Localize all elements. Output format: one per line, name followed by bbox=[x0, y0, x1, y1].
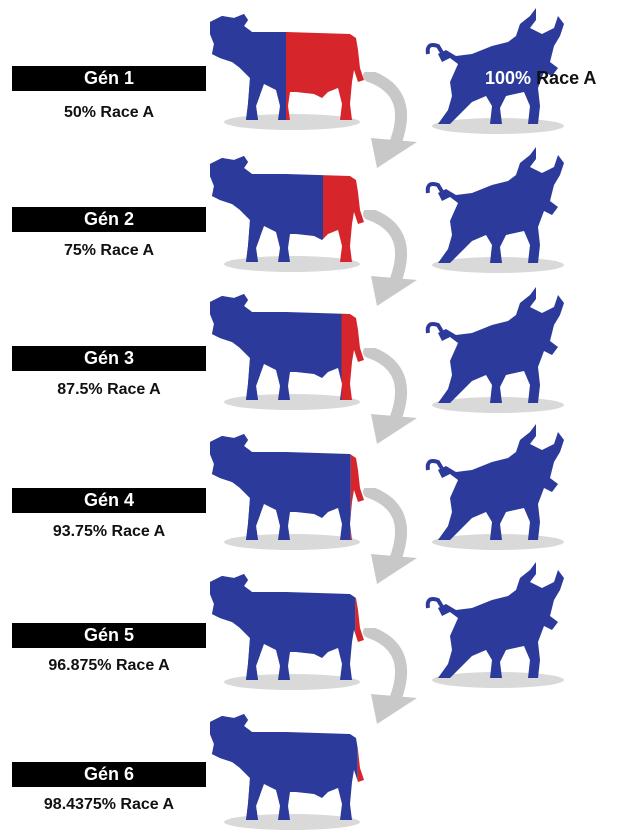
cow-gen-3 bbox=[210, 294, 364, 410]
generation-1-label: Gén 1 bbox=[12, 66, 206, 91]
bull-4 bbox=[425, 424, 564, 550]
bull-5 bbox=[425, 562, 564, 688]
cow-gen-1 bbox=[210, 14, 364, 130]
curved-arrow-1 bbox=[363, 72, 417, 168]
generation-4-percent: 93.75% Race A bbox=[52, 523, 166, 540]
bull-race-label: Race A bbox=[536, 68, 597, 88]
bull-1 bbox=[425, 8, 564, 134]
cow-gen-4 bbox=[210, 434, 364, 550]
generation-4-label: Gén 4 bbox=[12, 488, 206, 513]
generation-2-percent: 75% Race A bbox=[63, 242, 155, 259]
cow-gen-6 bbox=[210, 714, 364, 830]
cow-gen-2 bbox=[210, 156, 364, 272]
generation-5-label: Gén 5 bbox=[12, 623, 206, 648]
generation-3-label: Gén 3 bbox=[12, 346, 206, 371]
generation-6-percent: 98.4375% Race A bbox=[43, 796, 175, 813]
curved-arrow-2 bbox=[363, 210, 417, 306]
curved-arrow-5 bbox=[363, 628, 417, 724]
curved-arrow-4 bbox=[363, 488, 417, 584]
generation-6-label: Gén 6 bbox=[12, 762, 206, 787]
generation-3-percent: 87.5% Race A bbox=[57, 381, 161, 398]
generation-1-percent: 50% Race A bbox=[63, 104, 155, 121]
curved-arrow-3 bbox=[363, 348, 417, 444]
generation-5-percent: 96.875% Race A bbox=[48, 657, 170, 674]
bull-2 bbox=[425, 147, 564, 273]
bull-percent-value: 100% bbox=[485, 68, 532, 88]
generation-2-label: Gén 2 bbox=[12, 207, 206, 232]
cow-gen-5 bbox=[210, 574, 364, 690]
bull-percent-label: 100% Race A bbox=[485, 68, 596, 89]
bull-3 bbox=[425, 287, 564, 413]
